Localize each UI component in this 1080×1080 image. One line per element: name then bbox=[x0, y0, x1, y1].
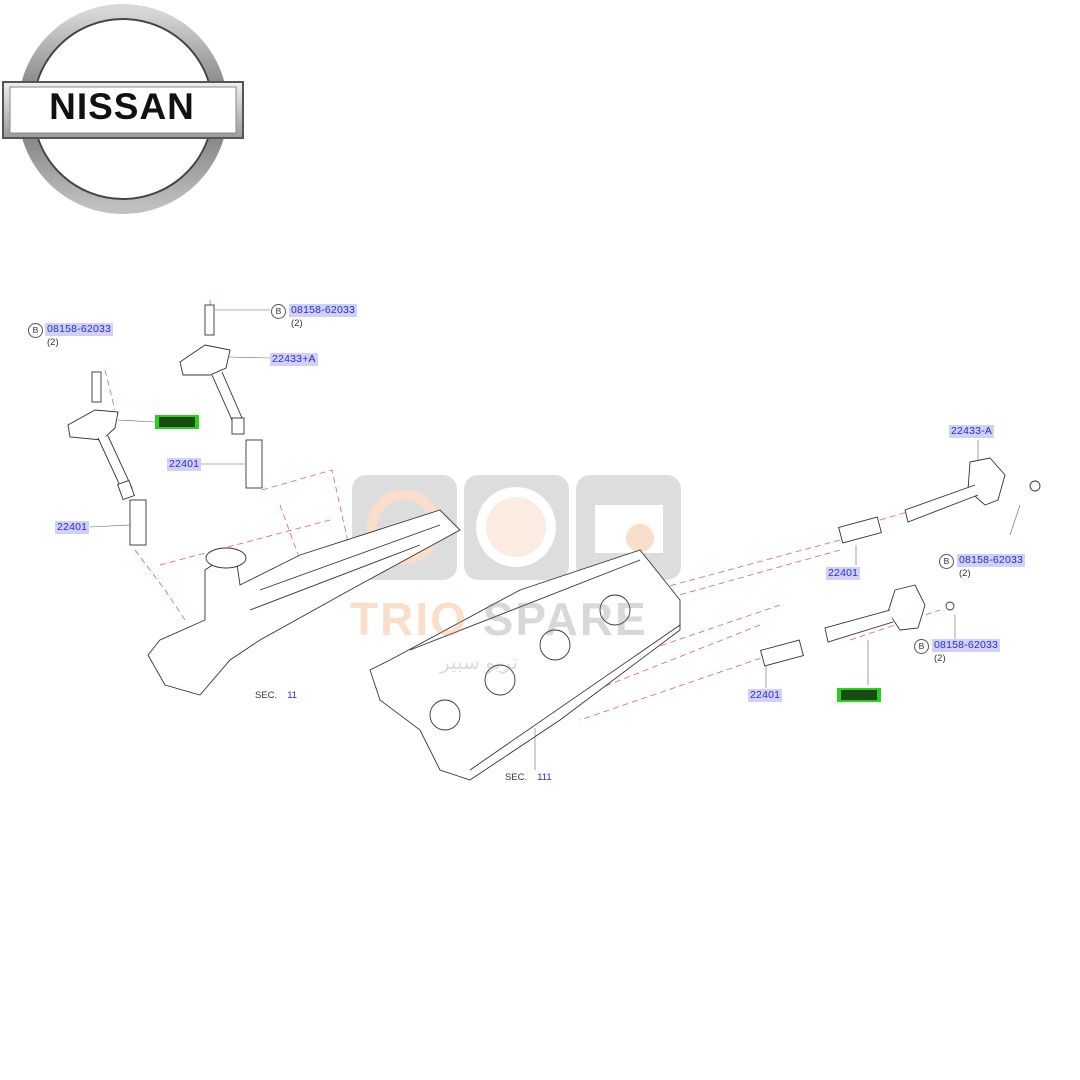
part-label-bolt[interactable]: 08158-62033 bbox=[45, 323, 114, 336]
highlighted-part-label[interactable] bbox=[155, 415, 199, 429]
nissan-logo-text: NISSAN bbox=[49, 86, 195, 127]
badge-b: B bbox=[271, 304, 286, 319]
section-number: 111 bbox=[537, 772, 552, 783]
part-label-coil[interactable]: 22433-A bbox=[949, 425, 995, 438]
watermark-icons bbox=[352, 475, 681, 580]
part-label-spark-plug[interactable]: 22401 bbox=[167, 458, 202, 471]
parts-lines bbox=[67, 304, 1041, 781]
part-label-coil[interactable]: 22433+A bbox=[270, 353, 318, 366]
watermark-secondary: SPARE bbox=[482, 593, 648, 645]
qty-label: (2) bbox=[934, 653, 946, 664]
nissan-logo bbox=[2, 4, 244, 214]
section-prefix: SEC. bbox=[255, 690, 278, 701]
part-label-bolt[interactable]: 08158-62033 bbox=[289, 304, 358, 317]
section-number: 11 bbox=[287, 690, 298, 701]
qty-label: (2) bbox=[959, 568, 971, 579]
section-ref[interactable]: SEC. 111 bbox=[505, 772, 552, 783]
watermark-primary: TRIO bbox=[350, 593, 468, 645]
section-prefix: SEC. bbox=[505, 772, 528, 783]
qty-label: (2) bbox=[47, 337, 59, 348]
watermark-text: TRIO SPARE bbox=[350, 592, 648, 646]
part-label-spark-plug[interactable]: 22401 bbox=[748, 689, 783, 702]
qty-label: (2) bbox=[291, 318, 303, 329]
badge-b: B bbox=[28, 323, 43, 338]
part-label-spark-plug[interactable]: 22401 bbox=[55, 521, 90, 534]
part-label-bolt[interactable]: 08158-62033 bbox=[932, 639, 1001, 652]
leader-dashes bbox=[104, 299, 966, 721]
badge-b: B bbox=[914, 639, 929, 654]
part-label-spark-plug[interactable]: 22401 bbox=[826, 567, 861, 580]
callout-leaders bbox=[89, 309, 1021, 770]
section-ref[interactable]: SEC. 11 bbox=[255, 690, 297, 701]
watermark-arabic: تريو سبير bbox=[440, 652, 518, 674]
part-label-bolt[interactable]: 08158-62033 bbox=[957, 554, 1026, 567]
highlighted-part-label[interactable] bbox=[837, 688, 881, 702]
badge-b: B bbox=[939, 554, 954, 569]
